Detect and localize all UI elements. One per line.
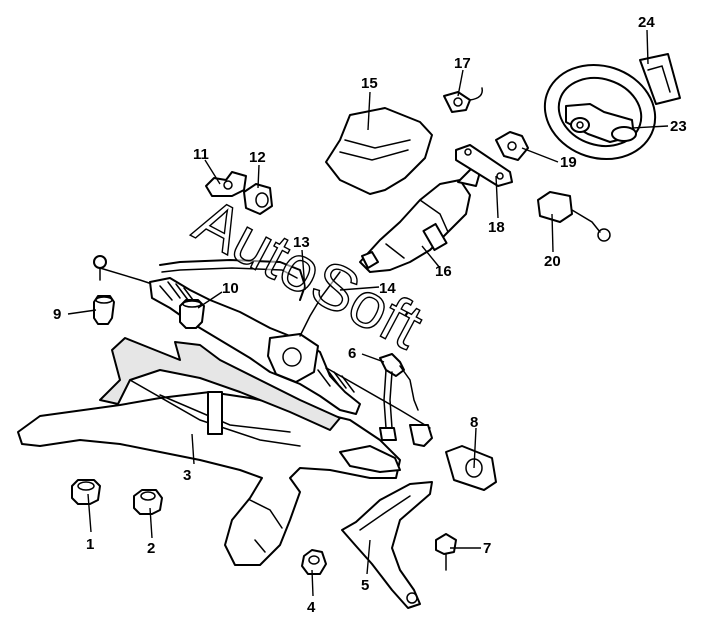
steering-wheel bbox=[543, 63, 657, 161]
callout-4: 4 bbox=[307, 599, 316, 616]
airbag-pad bbox=[639, 53, 681, 105]
leader-lines bbox=[67, 29, 669, 597]
callout-14: 14 bbox=[379, 280, 396, 297]
callout-20: 20 bbox=[544, 253, 561, 270]
callout-3: 3 bbox=[183, 467, 191, 484]
callout-6: 6 bbox=[348, 345, 356, 362]
callout-19: 19 bbox=[560, 154, 577, 171]
callout-15: 15 bbox=[361, 75, 378, 92]
callout-10: 10 bbox=[222, 280, 239, 297]
stabilizer-bushing bbox=[243, 183, 273, 215]
subframe-part bbox=[17, 337, 401, 566]
bushing-8 bbox=[445, 445, 497, 491]
stabilizer-link bbox=[379, 353, 419, 441]
callout-16: 16 bbox=[435, 263, 452, 280]
callout-9: 9 bbox=[53, 306, 61, 323]
callout-11: 11 bbox=[193, 146, 209, 163]
callout-24: 24 bbox=[638, 14, 655, 31]
rack-mount-10 bbox=[179, 299, 205, 329]
column-shroud bbox=[325, 107, 433, 195]
callout-12: 12 bbox=[249, 149, 266, 166]
callout-1: 1 bbox=[86, 536, 94, 553]
bushing-4 bbox=[301, 549, 327, 575]
callout-2: 2 bbox=[147, 540, 155, 557]
callout-5: 5 bbox=[361, 577, 369, 594]
control-arm bbox=[341, 481, 433, 609]
column-bracket bbox=[455, 144, 513, 187]
combination-switch bbox=[537, 191, 611, 242]
callout-17: 17 bbox=[454, 55, 471, 72]
callout-18: 18 bbox=[488, 219, 505, 236]
bushing-2 bbox=[133, 489, 163, 515]
retaining-clip bbox=[443, 87, 483, 113]
callout-8: 8 bbox=[470, 414, 478, 431]
ignition-switch bbox=[495, 131, 529, 161]
rack-mount-9 bbox=[93, 295, 115, 325]
callout-7: 7 bbox=[483, 540, 491, 557]
bushing-1 bbox=[71, 479, 101, 505]
bushing-clamp bbox=[205, 171, 247, 197]
ball-joint bbox=[435, 533, 457, 571]
callout-23: 23 bbox=[670, 118, 687, 135]
callout-13: 13 bbox=[293, 234, 310, 251]
callout-labels: 1 2 3 4 5 6 7 8 9 10 11 12 13 14 15 16 1… bbox=[53, 14, 687, 616]
